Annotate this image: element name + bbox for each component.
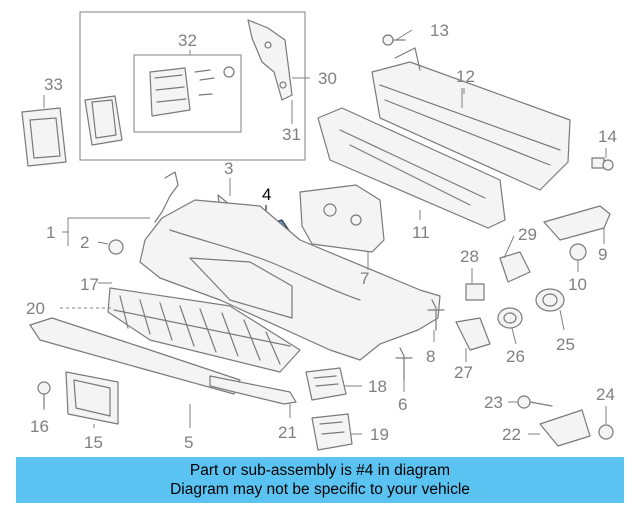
callout-6: 6 bbox=[398, 395, 407, 414]
part-14-shape bbox=[591, 157, 614, 171]
part-23-shape bbox=[517, 395, 553, 409]
part-15-shape bbox=[65, 371, 119, 425]
callout-17: 17 bbox=[80, 275, 99, 294]
part-33-shape bbox=[21, 95, 67, 167]
part-18-shape bbox=[305, 367, 347, 401]
part-19-shape bbox=[311, 413, 353, 451]
part-16-shape bbox=[37, 381, 51, 409]
callout-21: 21 bbox=[278, 423, 297, 442]
part-24-shape bbox=[598, 424, 614, 440]
callout-24: 24 bbox=[596, 385, 615, 404]
part-21-shape bbox=[209, 375, 297, 405]
callout-7: 7 bbox=[360, 269, 369, 288]
inset-box bbox=[79, 11, 306, 161]
part-25-shape bbox=[535, 288, 565, 312]
callout-19: 19 bbox=[370, 425, 389, 444]
part-1-shape bbox=[139, 171, 441, 361]
callout-32: 32 bbox=[178, 31, 197, 50]
callout-16: 16 bbox=[30, 417, 49, 436]
part-7-shape bbox=[299, 184, 385, 253]
part-10-shape bbox=[569, 243, 587, 261]
callout-10: 10 bbox=[568, 275, 587, 294]
callout-14: 14 bbox=[598, 127, 617, 146]
callout-27: 27 bbox=[454, 363, 473, 382]
leader-lines bbox=[43, 29, 607, 435]
callout-28: 28 bbox=[460, 247, 479, 266]
callout-30: 30 bbox=[318, 69, 337, 88]
part-8-shape bbox=[427, 299, 445, 331]
callout-33: 33 bbox=[44, 75, 63, 94]
part-11-shape bbox=[317, 107, 506, 229]
callout-11: 11 bbox=[412, 223, 430, 242]
part-26-shape bbox=[497, 307, 523, 329]
part-13-shape bbox=[382, 34, 406, 46]
callout-4: 4 bbox=[262, 185, 271, 204]
callout-8: 8 bbox=[426, 347, 435, 366]
callout-29: 29 bbox=[518, 225, 537, 244]
callout-20: 20 bbox=[26, 299, 45, 318]
callout-18: 18 bbox=[368, 377, 387, 396]
part-6-shape bbox=[395, 347, 413, 381]
callout-22: 22 bbox=[502, 425, 521, 444]
banner-line-2: Diagram may not be specific to your vehi… bbox=[170, 481, 470, 498]
callout-5: 5 bbox=[184, 433, 193, 452]
parts-diagram: 33 32 30 31 13 12 14 3 4 11 1 2 29 9 28 … bbox=[21, 11, 617, 452]
part-2-shape bbox=[108, 239, 124, 255]
banner-line-1: Part or sub-assembly is #4 in diagram bbox=[189, 462, 451, 479]
callout-23: 23 bbox=[484, 393, 503, 412]
part-12-shape bbox=[371, 47, 571, 191]
callout-31: 31 bbox=[282, 125, 301, 144]
callout-26: 26 bbox=[506, 347, 525, 366]
part-27-shape bbox=[455, 317, 491, 351]
info-banner: Part or sub-assembly is #4 in diagram Di… bbox=[16, 457, 624, 503]
part-28-shape bbox=[465, 268, 485, 301]
callout-25: 25 bbox=[556, 335, 575, 354]
callout-2: 2 bbox=[80, 233, 89, 252]
callout-13: 13 bbox=[430, 21, 449, 40]
callout-15: 15 bbox=[84, 433, 103, 452]
part-17-shape bbox=[107, 287, 301, 373]
callout-1: 1 bbox=[46, 223, 55, 242]
part-22-shape bbox=[539, 409, 591, 447]
callout-9: 9 bbox=[598, 245, 607, 264]
part-9-shape bbox=[543, 205, 611, 241]
callout-12: 12 bbox=[456, 67, 475, 86]
callout-3: 3 bbox=[224, 159, 233, 178]
part-29-shape bbox=[499, 251, 531, 283]
callouts: 33 32 30 31 13 12 14 3 4 11 1 2 29 9 28 … bbox=[26, 21, 617, 452]
